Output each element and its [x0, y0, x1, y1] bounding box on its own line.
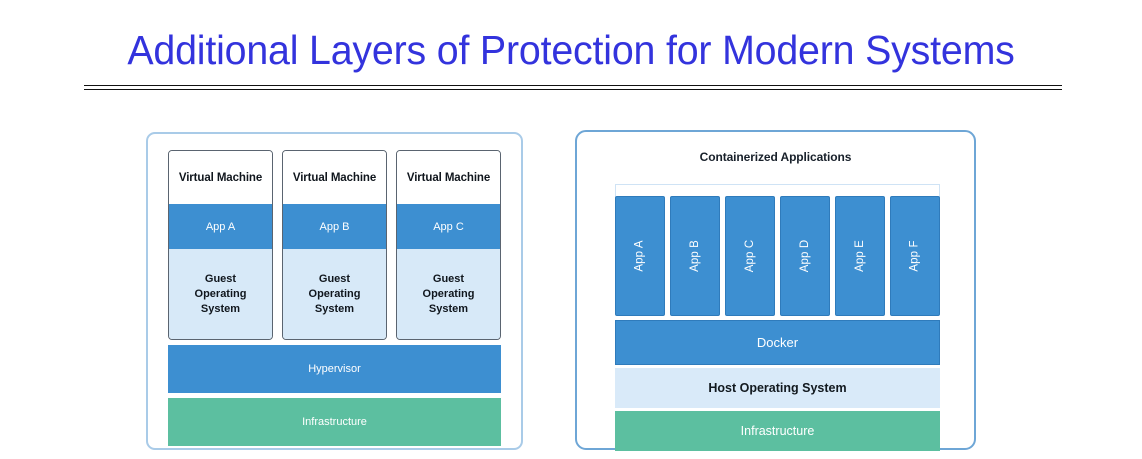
guest-operating-system-label: Guest Operating System — [397, 249, 500, 339]
vm-app-label: App C — [397, 204, 500, 249]
container-app-f: App F — [890, 196, 940, 316]
container-app-label: App A — [633, 240, 646, 272]
virtual-machine-title: Virtual Machine — [283, 151, 386, 204]
virtual-machine-diagram-card: Virtual Machine App A Guest Operating Sy… — [146, 132, 523, 450]
guest-os-line-2: Operating — [422, 287, 475, 300]
guest-os-line-1: Guest — [432, 272, 465, 285]
guest-os-line-2: Operating — [194, 287, 247, 300]
guest-os-line-3: System — [314, 302, 355, 315]
container-diagram-card: Containerized Applications App A App B A… — [575, 130, 976, 451]
virtual-machine-title: Virtual Machine — [169, 151, 272, 204]
container-app-b: App B — [670, 196, 720, 316]
virtual-machine-box-b: Virtual Machine App B Guest Operating Sy… — [282, 150, 387, 340]
vm-app-label: App B — [283, 204, 386, 249]
container-app-c: App C — [725, 196, 775, 316]
container-infrastructure-layer: Infrastructure — [615, 411, 940, 451]
container-app-column-group: App A App B App C App D App E App F — [615, 196, 940, 316]
container-app-label: App C — [744, 239, 756, 273]
vm-app-label: App A — [169, 204, 272, 249]
guest-os-line-1: Guest — [204, 272, 237, 285]
guest-os-line-1: Guest — [318, 272, 351, 285]
virtual-machine-box-a: Virtual Machine App A Guest Operating Sy… — [168, 150, 273, 340]
container-app-e: App E — [835, 196, 885, 316]
guest-os-line-2: Operating — [308, 287, 361, 300]
container-app-d: App D — [780, 196, 830, 316]
page-title: Additional Layers of Protection for Mode… — [127, 27, 1015, 73]
container-app-a: App A — [615, 196, 665, 316]
guest-operating-system-label: Guest Operating System — [283, 249, 386, 339]
containerized-apps-bracket — [615, 184, 940, 198]
virtual-machine-title: Virtual Machine — [397, 151, 500, 204]
guest-os-line-3: System — [428, 302, 469, 315]
virtual-machine-box-c: Virtual Machine App C Guest Operating Sy… — [396, 150, 501, 340]
guest-os-line-3: System — [200, 302, 241, 315]
docker-layer: Docker — [615, 320, 940, 365]
vm-infrastructure-layer: Infrastructure — [168, 398, 501, 446]
host-operating-system-layer: Host Operating System — [615, 368, 940, 408]
containerized-applications-heading: Containerized Applications — [699, 150, 852, 164]
guest-operating-system-label: Guest Operating System — [169, 249, 272, 339]
hypervisor-layer: Hypervisor — [168, 345, 501, 393]
container-app-label: App F — [909, 240, 921, 272]
container-app-label: App D — [799, 239, 811, 273]
title-divider — [84, 85, 1062, 90]
container-app-label: App E — [853, 240, 866, 272]
virtual-machine-column-group: Virtual Machine App A Guest Operating Sy… — [168, 150, 501, 340]
container-app-label: App B — [688, 240, 701, 272]
